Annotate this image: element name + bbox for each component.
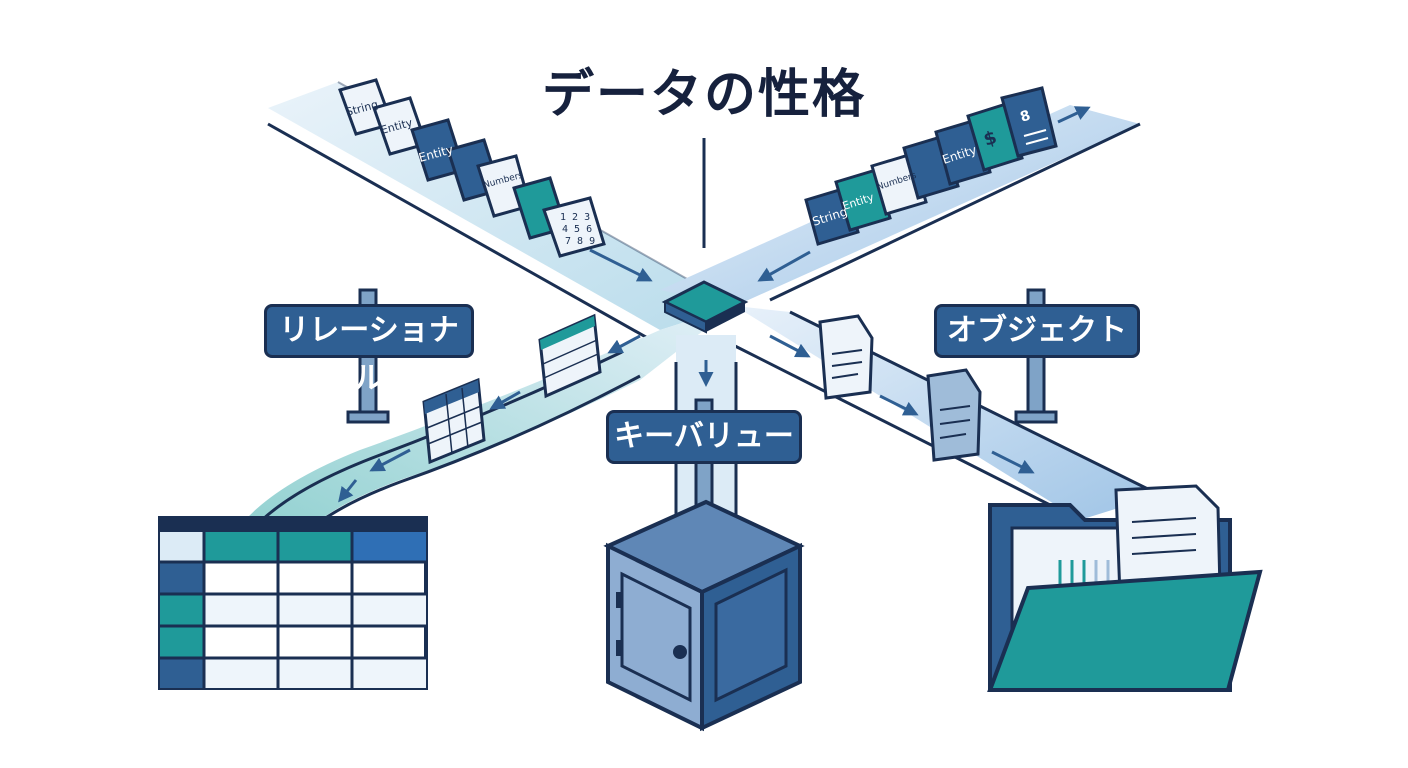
card-keypad-left: 1 2 3 4 5 6 7 8 9 [542,196,606,258]
sign-keyvalue: キーバリュー [606,410,802,464]
relational-table-icon [158,516,428,690]
card-digit-right [1000,86,1058,158]
folder-icon [987,484,1263,692]
flow-arrows [338,106,1091,503]
document-icon-1 [818,314,874,400]
sign-object: オブジェクト [934,304,1140,358]
processor-chip-icon [661,280,749,334]
svg-text:7 8 9: 7 8 9 [565,236,595,247]
sign-relational: リレーショナル [264,304,474,396]
card-label-dollar-right: $ [981,127,999,151]
diagram-title: データの性格 [541,65,866,125]
small-table-icon-2 [422,377,486,465]
svg-text:4 5 6: 4 5 6 [562,224,592,235]
small-table-icon-1 [538,313,602,399]
card-label-digit-right: 8 [1018,108,1032,126]
vault-safe-icon [603,499,805,732]
svg-text:1 2 3: 1 2 3 [560,212,590,223]
document-icon-2 [926,368,982,462]
